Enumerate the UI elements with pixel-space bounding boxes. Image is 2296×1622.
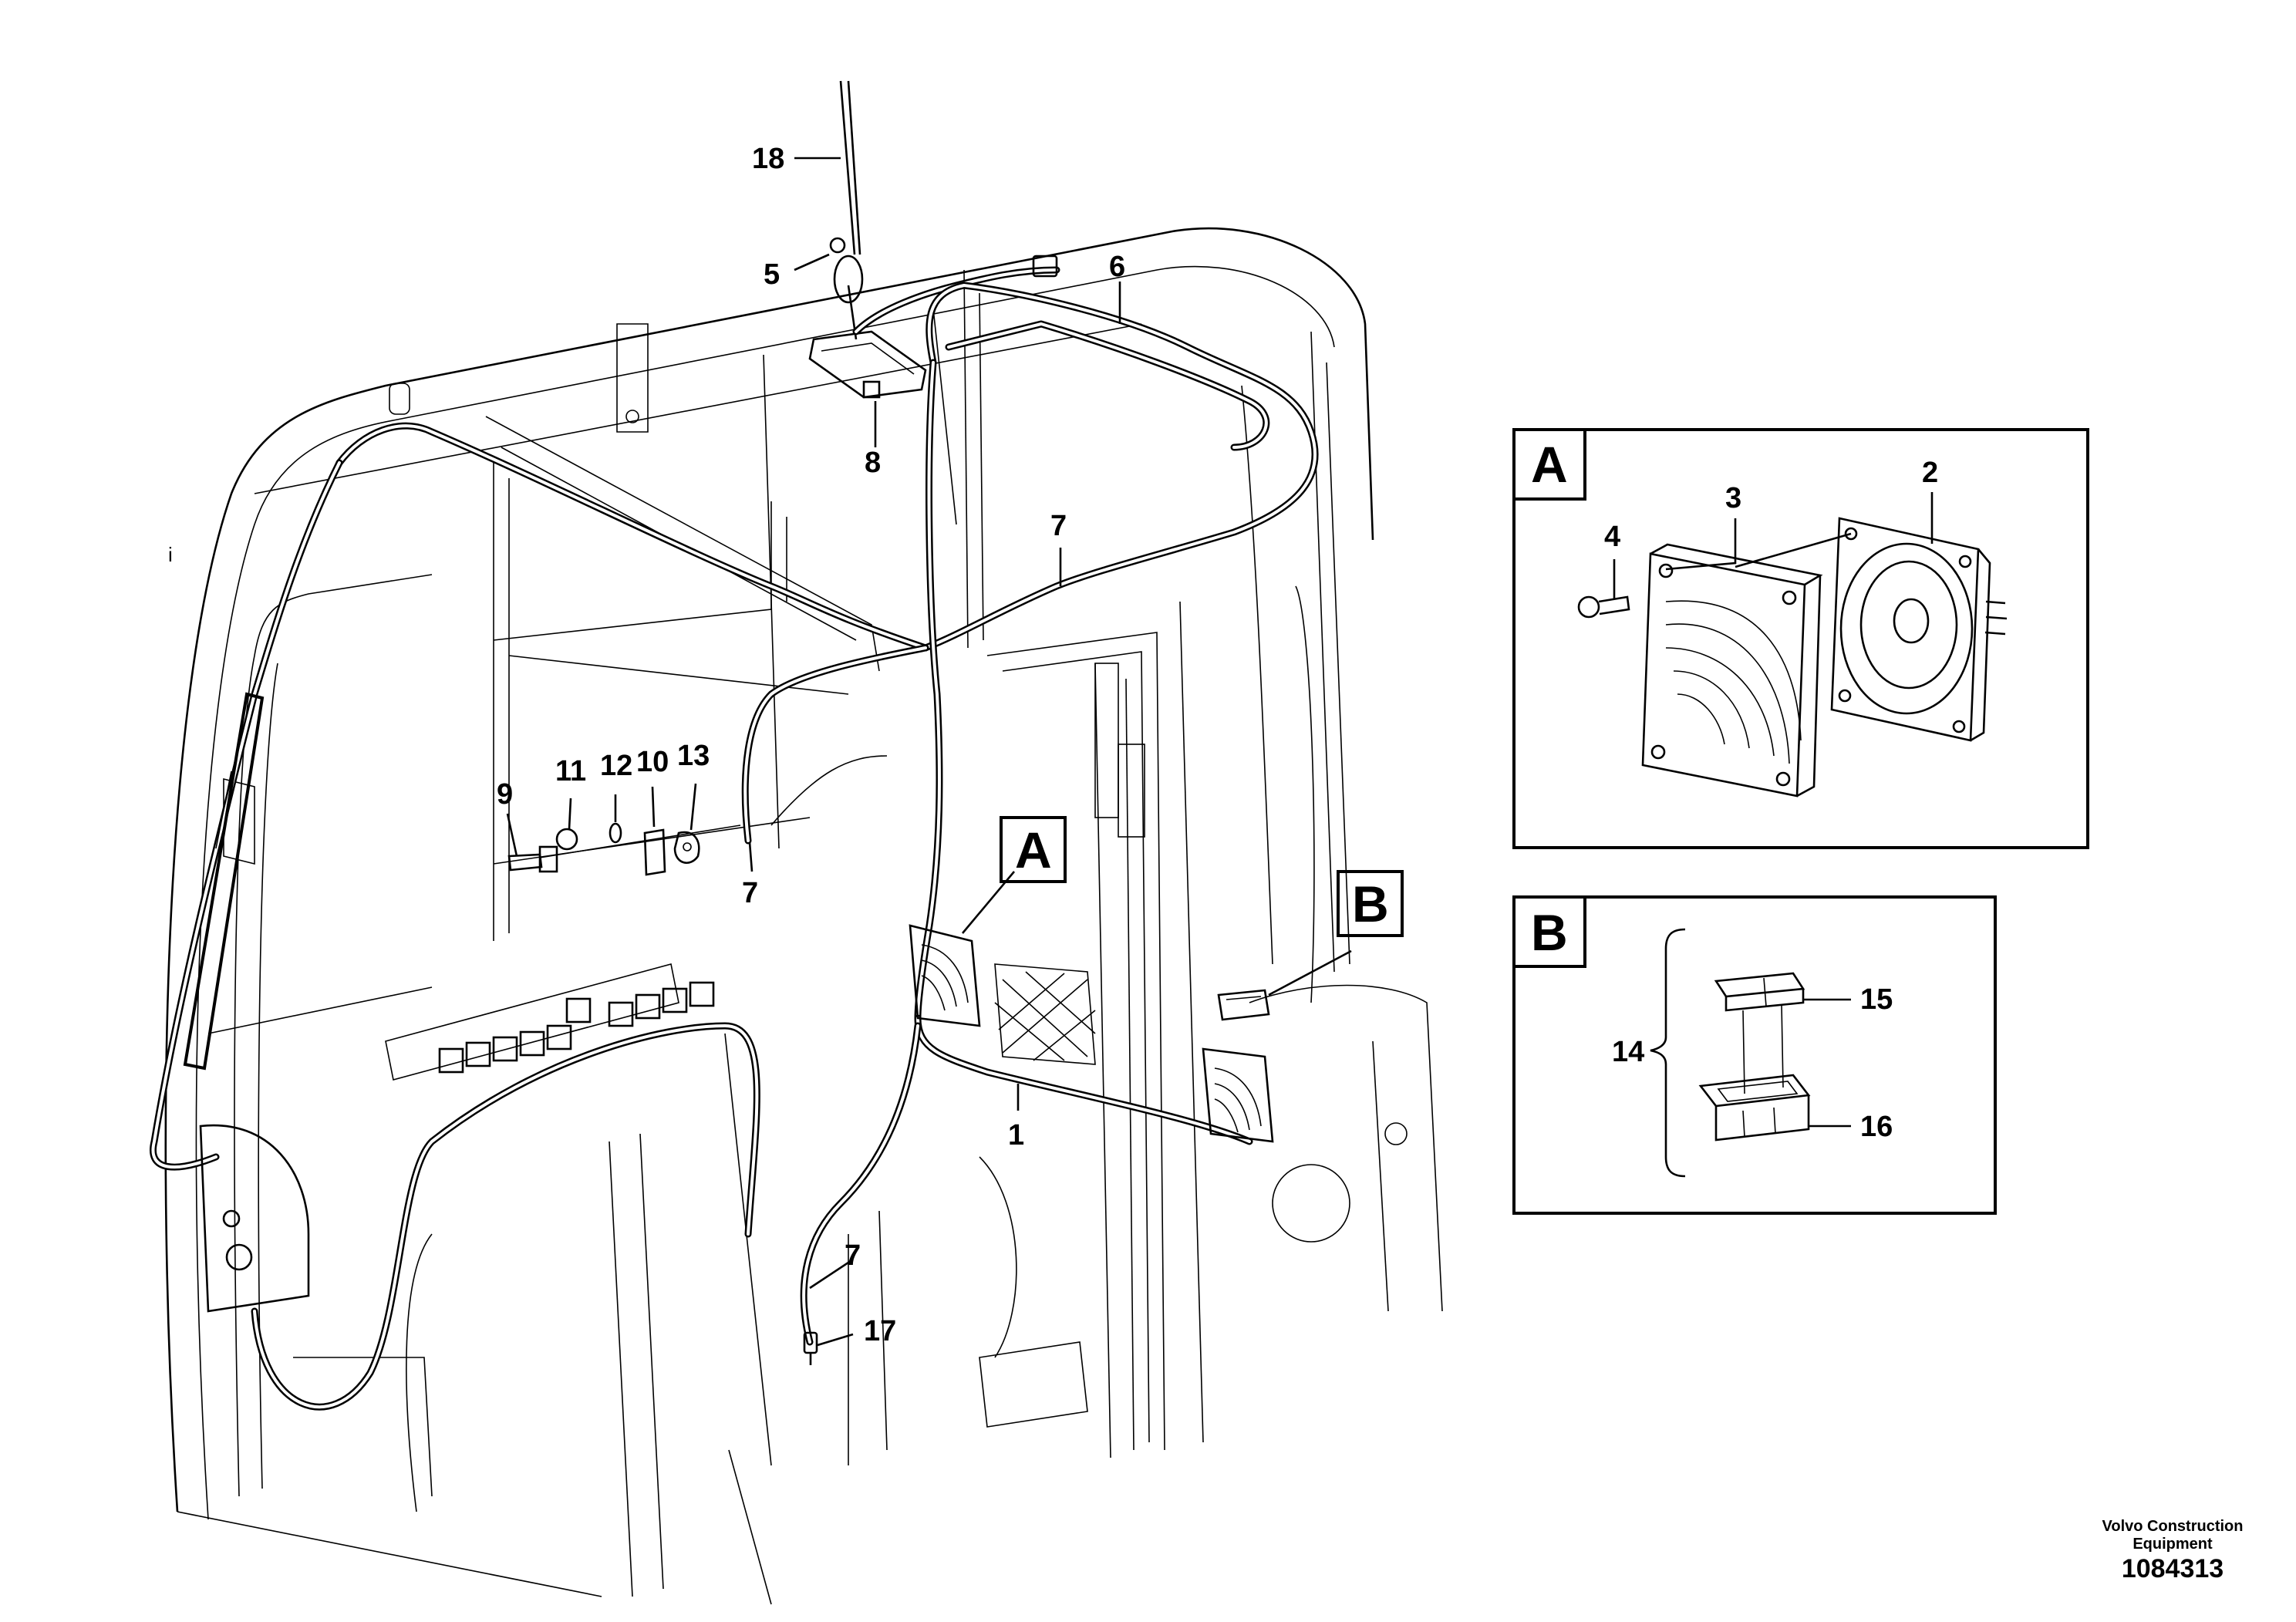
callout-i: i <box>168 543 173 566</box>
callout-5: 5 <box>764 258 780 291</box>
footer-company-line2: Equipment <box>2132 1536 2213 1553</box>
nut-11 <box>555 828 578 851</box>
cable-harness <box>150 255 1319 1411</box>
callout-11: 11 <box>555 755 586 787</box>
callout-7-top: 7 <box>1050 510 1067 542</box>
wiper-motor <box>199 1124 310 1313</box>
callout-9: 9 <box>497 778 513 811</box>
callout-7-mid: 7 <box>742 877 758 909</box>
speaker-right <box>1202 1047 1274 1143</box>
switch-connectors <box>438 981 715 1074</box>
screw-9 <box>507 845 558 873</box>
footer-drawing-number: 1084313 <box>2122 1554 2224 1583</box>
callout-15: 15 <box>1860 983 1893 1016</box>
footer: Volvo Construction Equipment 1084313 <box>2102 1518 2244 1583</box>
cab-structure <box>164 227 1443 1605</box>
detail-box-a-label: A <box>1531 436 1568 493</box>
leader-lines <box>506 157 1934 1347</box>
callout-1: 1 <box>1008 1119 1024 1152</box>
speaker-grille-3 <box>1641 543 1823 798</box>
detail-box-a <box>1512 428 2089 849</box>
detail-flags: A B A B <box>1000 436 1568 961</box>
callout-6: 6 <box>1109 251 1125 283</box>
callouts: 18 5 6 8 7 i 9 11 12 10 13 7 1 7 17 4 3 … <box>168 143 1938 1347</box>
radio-unit <box>808 330 927 399</box>
antenna <box>829 80 864 340</box>
switch-b-in-scene <box>1217 989 1270 1021</box>
bracket-13 <box>673 831 700 864</box>
switch-cap-15 <box>1714 972 1805 1012</box>
callout-18: 18 <box>752 143 784 175</box>
switch-housing-16 <box>1698 1003 1811 1141</box>
detail-box-b-label: B <box>1531 904 1568 961</box>
callout-4: 4 <box>1604 521 1620 553</box>
detail-flag-b-scene: B <box>1352 875 1389 932</box>
assembly-axis-line <box>539 824 741 858</box>
callout-3: 3 <box>1725 482 1741 514</box>
wiper-arm <box>183 692 265 1071</box>
detail-flag-a-scene: A <box>1015 821 1052 878</box>
callout-2: 2 <box>1922 457 1938 489</box>
detail-box-b <box>1512 895 1997 1215</box>
bracket-10 <box>643 828 666 876</box>
callout-17: 17 <box>864 1315 896 1347</box>
callout-14: 14 <box>1612 1036 1644 1068</box>
callout-7-low: 7 <box>845 1239 861 1272</box>
callout-13: 13 <box>677 740 710 772</box>
callout-10: 10 <box>636 746 669 778</box>
screw-4 <box>1577 595 1630 619</box>
callout-8: 8 <box>865 447 881 479</box>
callout-12: 12 <box>600 750 632 782</box>
washer-12 <box>609 822 622 844</box>
storage-net <box>994 963 1096 1065</box>
speaker-2 <box>1830 517 2008 742</box>
callout-16: 16 <box>1860 1111 1893 1143</box>
footer-company-line1: Volvo Construction <box>2102 1518 2244 1535</box>
speaker-left <box>909 924 981 1027</box>
